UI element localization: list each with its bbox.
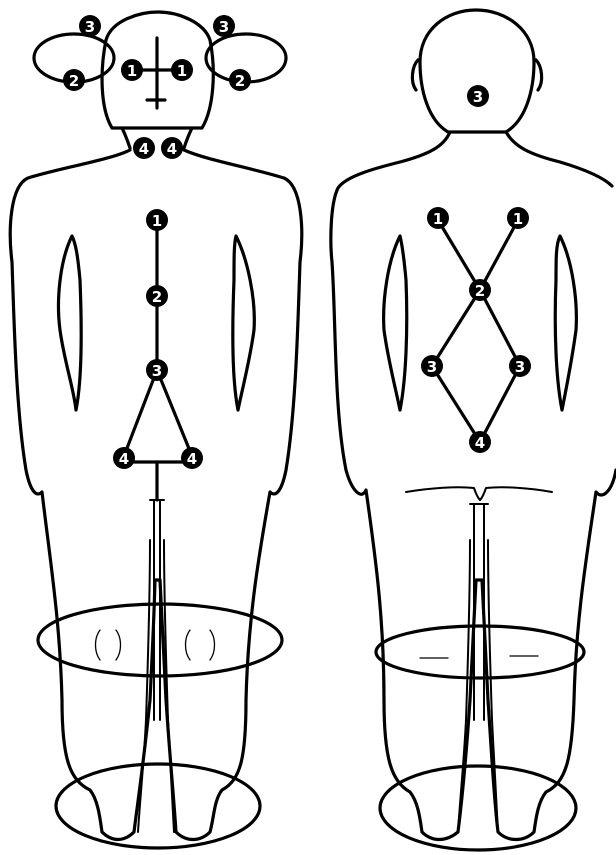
marker-front-torso-1: 1 bbox=[146, 209, 168, 231]
marker-front-torso-3: 3 bbox=[146, 359, 168, 381]
back-line-3l-4 bbox=[432, 366, 480, 442]
marker-back-1-left: 1 bbox=[427, 207, 449, 229]
marker-back-head-3: 3 bbox=[467, 85, 489, 107]
marker-number: 3 bbox=[427, 358, 437, 376]
marker-front-face-1-left: 1 bbox=[121, 59, 143, 81]
marker-number: 3 bbox=[85, 18, 95, 36]
front-torso-line-3-4l bbox=[124, 370, 157, 456]
back-line-3r-4 bbox=[480, 366, 520, 442]
marker-number: 4 bbox=[475, 434, 485, 452]
marker-front-torso-4-right: 4 bbox=[181, 447, 203, 469]
marker-number: 1 bbox=[127, 62, 137, 80]
back-leg-center-line bbox=[470, 504, 488, 720]
marker-number: 4 bbox=[119, 450, 129, 468]
marker-back-1-right: 1 bbox=[507, 207, 529, 229]
back-head-outline bbox=[420, 10, 534, 132]
front-knee-cap-right bbox=[186, 630, 215, 660]
marker-front-neck-4-left: 4 bbox=[133, 137, 155, 159]
marker-back-4: 4 bbox=[469, 431, 491, 453]
marker-number: 2 bbox=[235, 72, 245, 90]
back-buttock-line bbox=[406, 487, 552, 500]
back-line-1r-2 bbox=[480, 220, 518, 290]
back-arm-gap-right bbox=[555, 236, 576, 410]
front-arm-gap-left bbox=[59, 236, 82, 410]
front-torso-line-3-4r bbox=[157, 370, 192, 456]
marker-back-3-left: 3 bbox=[421, 355, 443, 377]
back-ankle-ring bbox=[380, 766, 576, 850]
back-knee-ring bbox=[376, 626, 584, 678]
marker-number: 3 bbox=[219, 18, 229, 36]
marker-number: 2 bbox=[475, 282, 485, 300]
marker-front-torso-2: 2 bbox=[146, 285, 168, 307]
marker-number: 4 bbox=[139, 140, 149, 158]
back-line-2-3r bbox=[480, 290, 520, 366]
marker-number: 1 bbox=[177, 62, 187, 80]
marker-front-head-3-right: 3 bbox=[213, 15, 235, 37]
marker-front-head-2-right: 2 bbox=[229, 69, 251, 91]
marker-front-torso-4-left: 4 bbox=[113, 447, 135, 469]
marker-number: 3 bbox=[473, 88, 483, 106]
marker-number: 3 bbox=[152, 362, 162, 380]
back-ear-right bbox=[536, 60, 542, 90]
back-line-1l-2 bbox=[438, 220, 480, 290]
front-knee-cap-left bbox=[96, 630, 121, 660]
marker-number: 1 bbox=[433, 210, 443, 228]
back-line-2-3l bbox=[432, 290, 480, 366]
marker-back-2: 2 bbox=[469, 279, 491, 301]
front-arm-gap-right bbox=[233, 236, 255, 410]
marker-number: 4 bbox=[167, 140, 177, 158]
marker-number: 2 bbox=[69, 72, 79, 90]
marker-number: 1 bbox=[152, 212, 162, 230]
marker-front-face-1-right: 1 bbox=[171, 59, 193, 81]
marker-number: 4 bbox=[187, 450, 197, 468]
marker-front-neck-4-right: 4 bbox=[161, 137, 183, 159]
marker-front-head-3-left: 3 bbox=[79, 15, 101, 37]
marker-back-3-right: 3 bbox=[509, 355, 531, 377]
marker-front-head-2-left: 2 bbox=[63, 69, 85, 91]
back-figure: 3 1 1 2 3 3 4 bbox=[331, 10, 616, 850]
marker-number: 2 bbox=[152, 288, 162, 306]
back-markers: 3 1 1 2 3 3 4 bbox=[421, 85, 531, 453]
back-ear-left bbox=[412, 60, 418, 90]
marker-number: 3 bbox=[515, 358, 525, 376]
front-ankle-ring bbox=[56, 764, 260, 848]
back-arm-gap-left bbox=[384, 236, 407, 410]
marker-number: 1 bbox=[513, 210, 523, 228]
back-body-outline bbox=[331, 132, 616, 840]
